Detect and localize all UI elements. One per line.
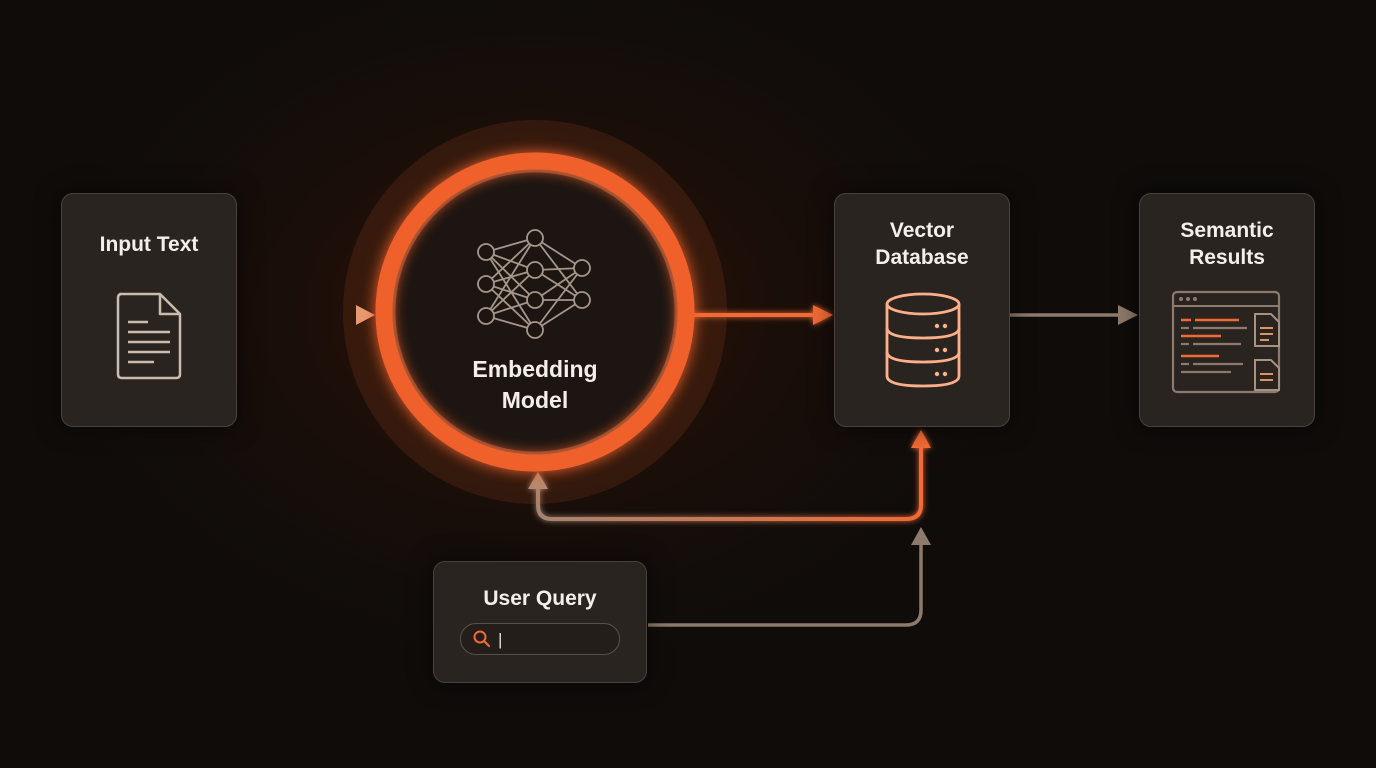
embedding-model-node	[343, 120, 727, 504]
results-window-icon	[1171, 290, 1281, 394]
document-icon	[116, 292, 182, 380]
vector-database-node: Vector Database	[834, 193, 1010, 427]
search-icon	[473, 630, 491, 648]
embedding-model-label-line2: Model	[501, 387, 569, 413]
neural-network-icon	[477, 229, 591, 339]
arrow-embedding-database-loop	[528, 430, 931, 521]
embedding-model-label: Embedding Model	[420, 354, 650, 416]
arrow-embedding-to-database	[692, 305, 833, 325]
input-text-node: Input Text	[61, 193, 237, 427]
semantic-results-label-line2: Results	[1189, 246, 1265, 269]
embedding-model-label-line1: Embedding	[472, 356, 598, 382]
arrow-input-to-embedding	[236, 305, 375, 325]
search-input[interactable]: |	[460, 623, 620, 655]
input-text-label: Input Text	[99, 233, 199, 256]
arrow-query-to-database	[648, 527, 931, 627]
semantic-results-label: Semantic Results	[1140, 217, 1314, 271]
arrow-database-to-results	[1009, 305, 1138, 325]
search-cursor: |	[498, 630, 503, 649]
vector-database-label-line2: Database	[875, 246, 969, 269]
vector-database-label: Vector Database	[835, 217, 1009, 271]
semantic-results-label-line1: Semantic	[1180, 219, 1274, 242]
semantic-results-node: Semantic Results	[1139, 193, 1315, 427]
database-icon	[885, 292, 961, 388]
user-query-node: User Query |	[433, 561, 647, 683]
user-query-label: User Query	[483, 587, 597, 610]
vector-database-label-line1: Vector	[889, 219, 955, 242]
